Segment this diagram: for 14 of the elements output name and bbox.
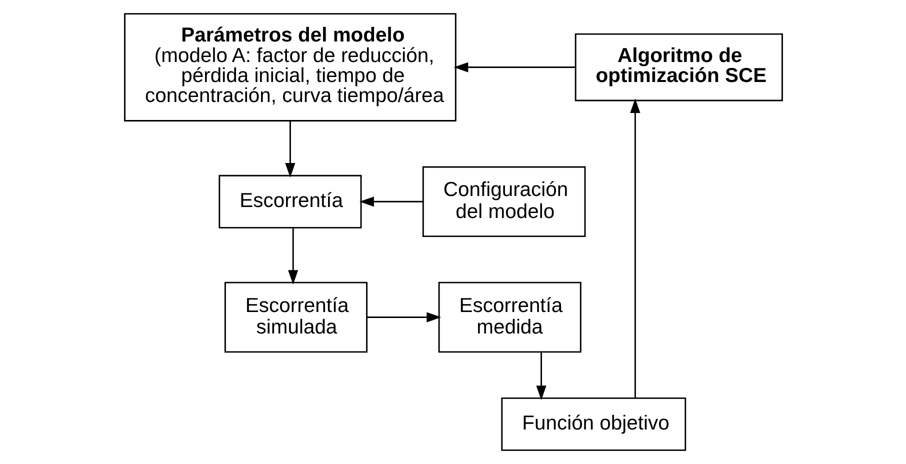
arrow: [366, 312, 441, 322]
arrow: [630, 98, 640, 398]
arrow: [536, 352, 546, 400]
node-box: Algoritmo de optimización SCE: [574, 33, 782, 102]
node-box: Función objetivo: [500, 397, 686, 451]
arrow: [453, 62, 575, 72]
arrow: [358, 196, 422, 207]
node-box: Escorrentía simulada: [224, 282, 368, 353]
node-box: Escorrentía: [218, 174, 362, 228]
node-box: Escorrentía medida: [438, 282, 581, 353]
arrow: [288, 228, 298, 285]
node-box: Parámetros del modelo (modelo A: factor de reducción, pérdida inicial, tiempo de concentración, curva tiempo/área: [124, 13, 456, 122]
arrow: [284, 120, 295, 178]
node-box: Configuración del modelo: [422, 166, 586, 238]
